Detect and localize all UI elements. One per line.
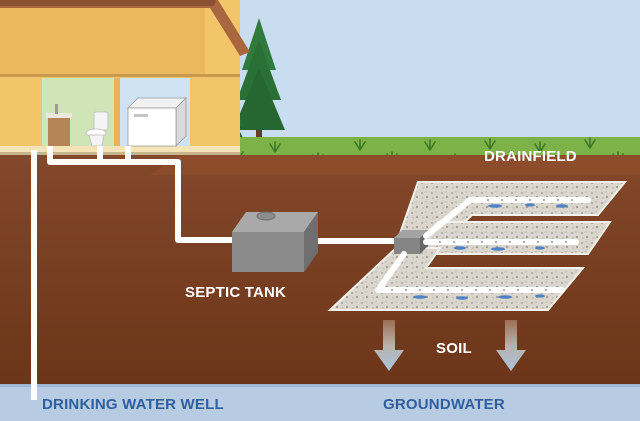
drinking-water-well-label: DRINKING WATER WELL	[42, 396, 224, 413]
septic-tank-label: SEPTIC TANK	[185, 284, 287, 301]
groundwater-label: GROUNDWATER	[383, 396, 505, 413]
arrow-down-icon	[496, 320, 526, 371]
drainfield-label: DRAINFIELD	[484, 148, 577, 165]
drainfield-gravel	[327, 181, 628, 311]
pipe-perforations	[391, 199, 573, 291]
arrow-down-icon	[374, 320, 404, 371]
washing-machine-icon	[127, 97, 187, 147]
tree-icon	[233, 18, 285, 140]
effluent-seepage	[413, 203, 568, 300]
groundwater-layer	[0, 384, 640, 421]
septic-tank	[232, 211, 318, 272]
house	[0, 0, 250, 155]
soil-label: SOIL	[436, 340, 472, 357]
sink-icon	[46, 104, 72, 146]
distribution-box	[394, 230, 428, 254]
toilet-icon	[85, 111, 109, 147]
well-pipe	[31, 150, 37, 400]
lateral-pipes	[375, 197, 591, 293]
house-drain-pipes	[47, 146, 238, 243]
outlet-pipe	[300, 238, 396, 244]
